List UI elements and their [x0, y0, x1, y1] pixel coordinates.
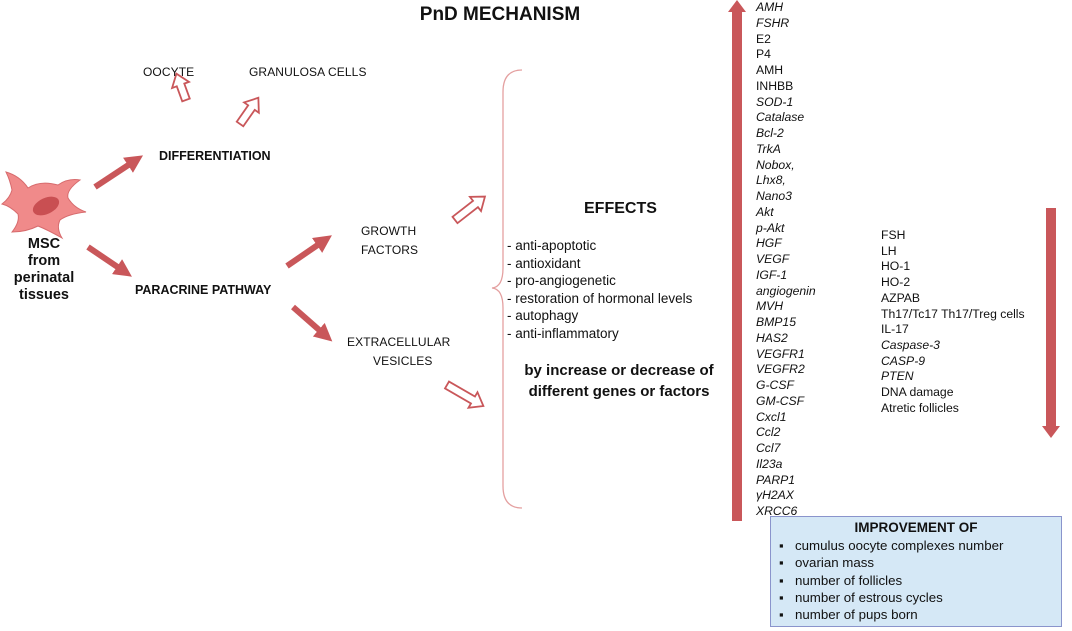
increased-factor: BMP15	[756, 315, 796, 329]
granulosa-cells-label: GRANULOSA CELLS	[249, 65, 367, 79]
differentiation-label: DIFFERENTIATION	[159, 149, 271, 163]
decreased-factor: FSH	[881, 228, 906, 242]
decreased-factor: IL-17	[881, 322, 909, 337]
increased-factor: INHBB	[756, 78, 794, 93]
effect-item: - autophagy	[507, 308, 579, 324]
decreased-factor: PTEN	[881, 369, 914, 384]
extracellular-vesicles-label: EXTRACELLULAR VESICLES	[347, 335, 451, 368]
increased-factor: P4	[756, 47, 771, 62]
decreased-factor: HO-1	[881, 259, 911, 274]
increased-factor: SOD-1	[756, 94, 794, 109]
increased-factor: Nano3	[756, 189, 792, 203]
increased-factor: angiogenin	[756, 283, 816, 298]
decreased-factor: Th17/Tc17 Th17/Treg cells	[881, 306, 1025, 321]
improvement-item: number of follicles	[779, 572, 1053, 589]
increased-factor: Ccl7	[756, 441, 781, 455]
increased-factor: AMH	[756, 0, 784, 14]
increased-factor: VEGFR2	[756, 362, 805, 377]
effect-item: - anti-apoptotic	[507, 238, 597, 253]
arrow-to-extracellular-vesicles	[291, 304, 333, 342]
effect-item: - pro-angiogenetic	[507, 273, 616, 289]
increased-factor: G-CSF	[756, 378, 794, 392]
improvement-item: ovarian mass	[779, 554, 1053, 571]
decreased-factor: Atretic follicles	[881, 400, 959, 415]
improvement-item: number of estrous cycles	[779, 589, 1053, 606]
effects-title: EFFECTS	[584, 200, 657, 217]
increased-factor: GM-CSF	[756, 393, 805, 408]
improvement-item: cumulus oocyte complexes number	[779, 537, 1053, 554]
improvement-item: number of pups born	[779, 606, 1053, 623]
hollow-arrow-granulosa	[235, 96, 260, 128]
increased-factor: Ccl2	[756, 425, 781, 440]
increased-factor: Lhx8,	[756, 173, 786, 188]
oocyte-label: OOCYTE	[143, 65, 195, 79]
decrease-arrow	[1042, 208, 1060, 438]
decreased-factor: Caspase-3	[881, 337, 940, 352]
increased-factor: γH2AX	[756, 488, 794, 503]
increased-factor: VEGFR1	[756, 346, 805, 361]
increased-factor: Il23a	[756, 456, 783, 471]
hollow-arrow-vesicles-to-effects	[443, 380, 485, 409]
decreased-factor: HO-2	[881, 275, 911, 290]
hollow-arrow-growth-to-effects	[451, 195, 487, 225]
arrow-to-differentiation	[93, 155, 144, 190]
increased-factor: E2	[756, 31, 771, 46]
increased-factor: XRCC6	[756, 504, 798, 518]
arrow-to-growth-factors	[285, 235, 332, 269]
hollow-arrow-oocyte	[170, 72, 191, 103]
paracrine-pathway-label: PARACRINE PATHWAY	[135, 283, 272, 297]
improvement-box: IMPROVEMENT OF cumulus oocyte complexes …	[770, 516, 1062, 627]
increased-factor: Catalase	[756, 110, 805, 125]
increased-factor: VEGF	[756, 252, 790, 266]
decreased-factor: AZPAB	[881, 290, 921, 305]
improvement-title: IMPROVEMENT OF	[854, 520, 978, 535]
effects-brace	[491, 69, 523, 509]
improvement-list: cumulus oocyte complexes number ovarian …	[779, 537, 1053, 623]
diagram-title: PnD MECHANISM	[419, 4, 581, 25]
decreased-factor: DNA damage	[881, 385, 954, 400]
increased-factor: HAS2	[756, 330, 788, 345]
increased-factor: TrkA	[756, 141, 781, 156]
increase-arrow	[728, 0, 746, 521]
increased-factor: IGF-1	[756, 267, 788, 282]
increased-factor: Cxcl1	[756, 409, 787, 424]
effect-item: - anti-inflammatory	[507, 325, 619, 341]
increased-factor: HGF	[756, 236, 782, 251]
effect-item: - antioxidant	[507, 255, 581, 271]
msc-source-label: MSC from perinatal tissues	[13, 236, 75, 303]
effects-summary: by increase or decrease of different gen…	[524, 362, 714, 400]
increased-factor: PARP1	[756, 472, 796, 487]
arrow-to-paracrine	[86, 244, 132, 277]
increased-factor: FSHR	[756, 15, 790, 30]
increased-factor: Nobox,	[756, 157, 795, 172]
effect-item: - restoration of hormonal levels	[507, 290, 693, 306]
effects-list: - anti-apoptotic - antioxidant - pro-ang…	[507, 237, 692, 343]
increased-factor: AMH	[756, 63, 784, 77]
decreased-factor: LH	[881, 243, 897, 258]
decreased-factor: CASP-9	[881, 353, 926, 368]
increased-factor: Bcl-2	[756, 126, 784, 140]
growth-factors-label: GROWTH FACTORS	[361, 224, 419, 257]
increased-factor: MVH	[756, 299, 784, 314]
increased-factor: Akt	[756, 204, 774, 219]
increased-factor: p-Akt	[756, 220, 785, 235]
msc-cell-icon	[0, 171, 87, 240]
